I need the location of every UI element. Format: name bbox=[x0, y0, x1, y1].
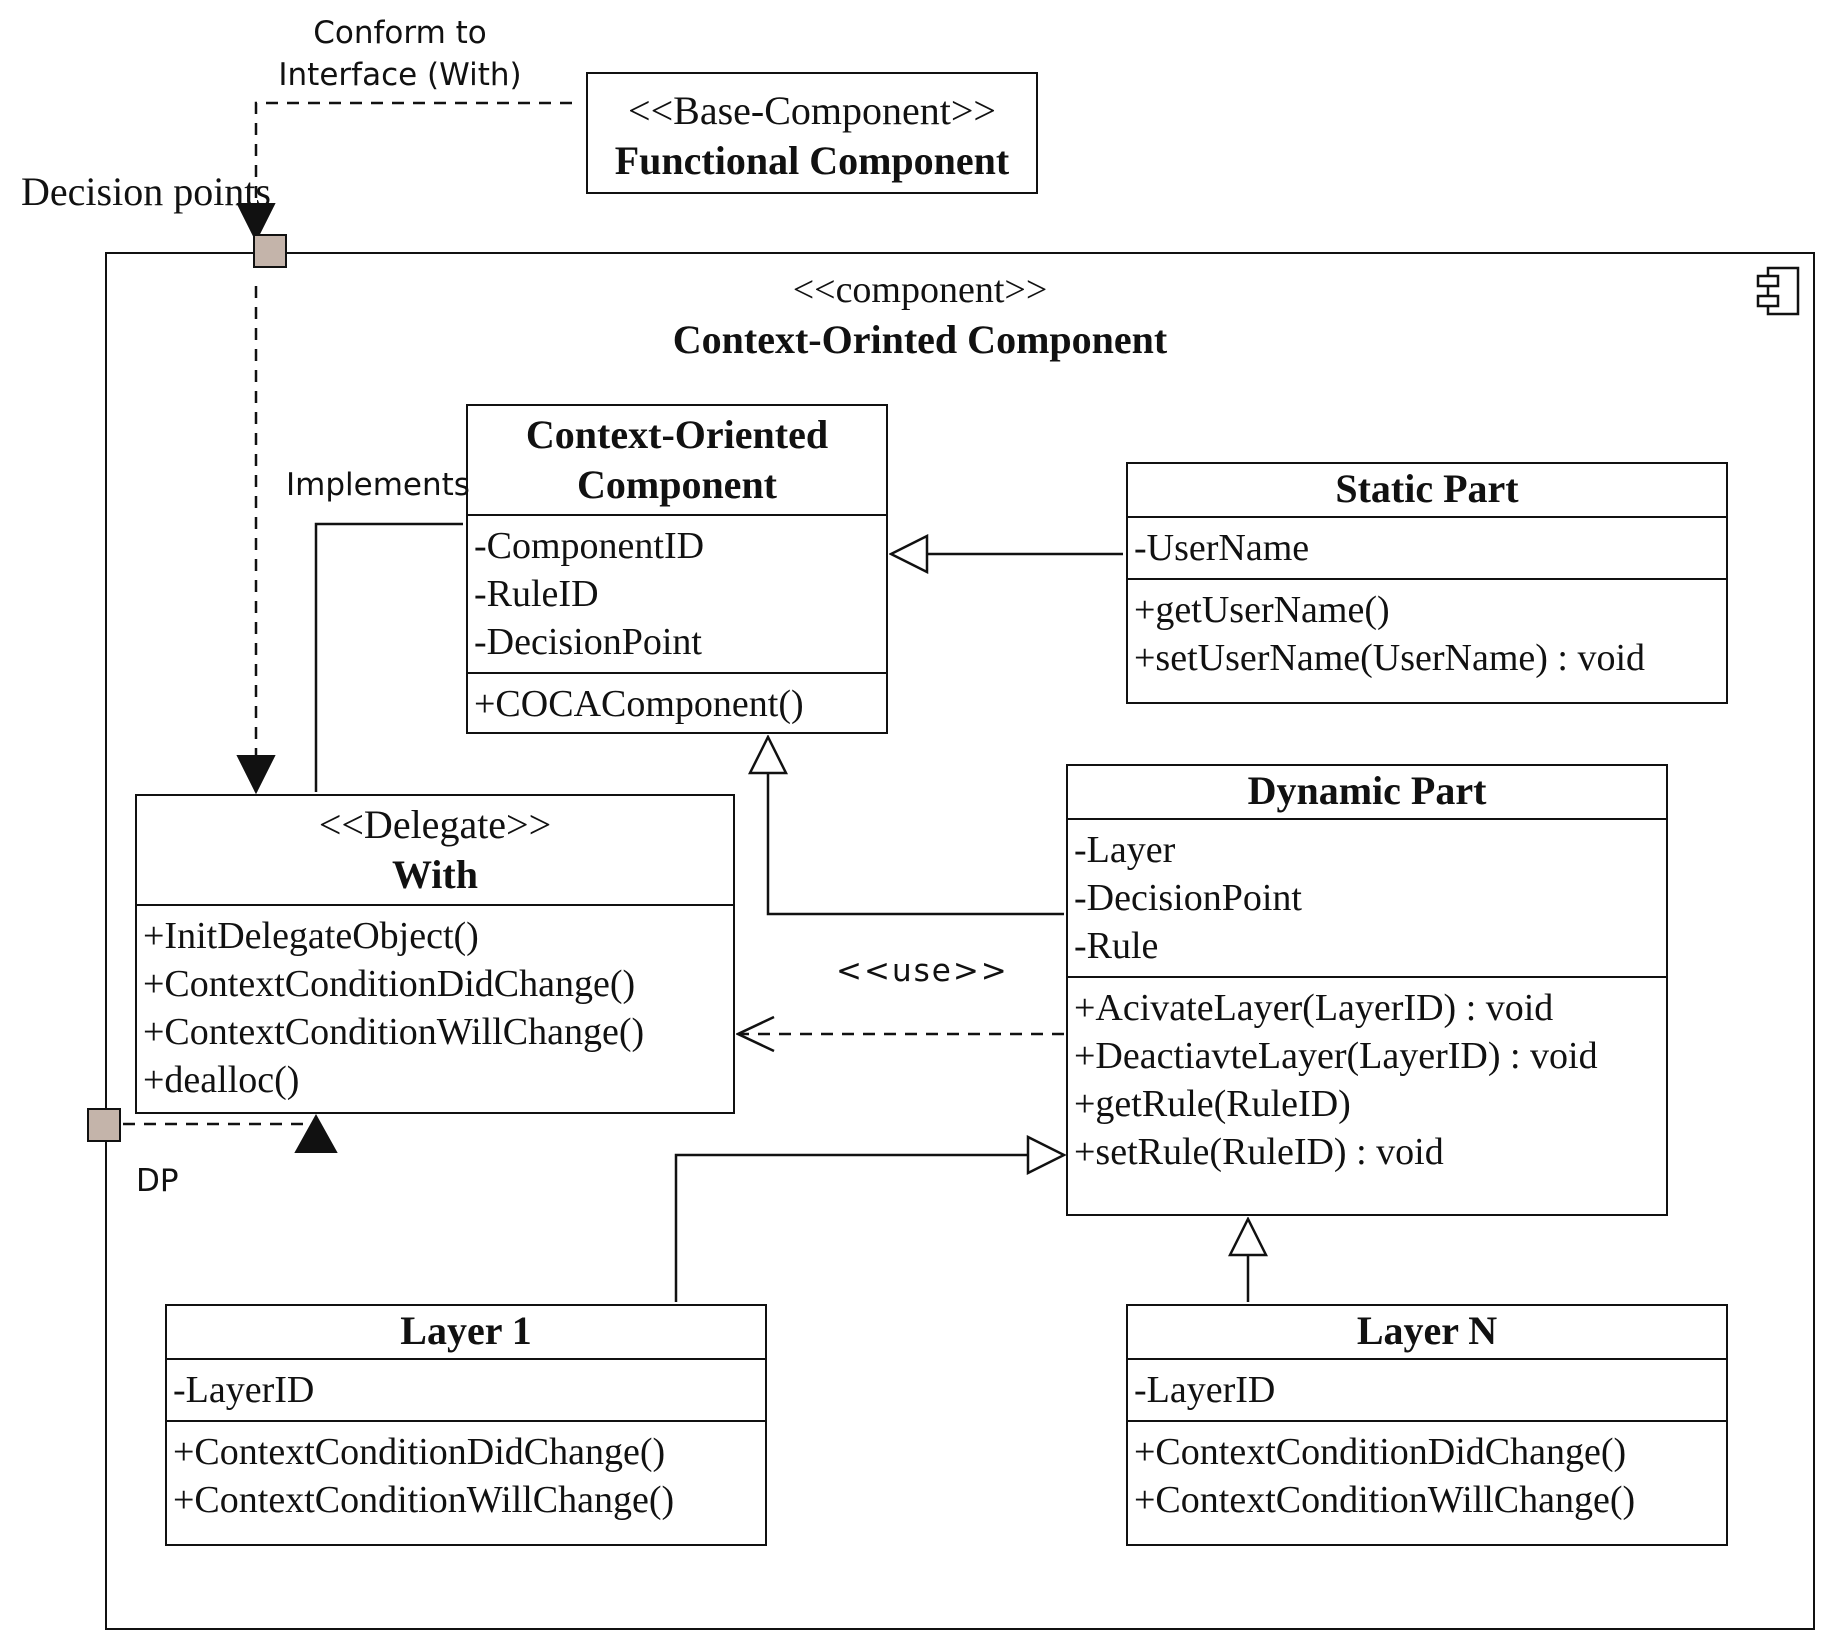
class-name: Dynamic Part bbox=[1247, 768, 1487, 813]
layer-1-generalization bbox=[674, 1155, 1064, 1302]
conform-label-line-1: Conform to bbox=[313, 15, 487, 51]
attribute: -ComponentID bbox=[474, 525, 705, 567]
operation: +ContextConditionDidChange() bbox=[173, 1431, 666, 1473]
operation-section: +ContextConditionDidChange() +ContextCon… bbox=[1128, 1420, 1726, 1530]
class-layer-n[interactable]: Layer N -LayerID +ContextConditionDidCha… bbox=[1126, 1304, 1728, 1546]
operation-section: +COCAComponent() bbox=[468, 672, 886, 734]
attribute: -Rule bbox=[1074, 925, 1159, 967]
attribute: -LayerID bbox=[173, 1369, 315, 1411]
attribute: -UserName bbox=[1134, 527, 1310, 569]
attribute-section: -Layer -DecisionPoint -Rule bbox=[1068, 818, 1666, 976]
base-component-stereotype: <<Base-Component>> bbox=[628, 88, 996, 133]
attribute: -RuleID bbox=[474, 573, 599, 615]
attribute-section: -LayerID bbox=[1128, 1358, 1726, 1420]
dynamic-part-generalization bbox=[768, 737, 1064, 916]
dp-arrowhead bbox=[294, 1113, 338, 1153]
class-static-part[interactable]: Static Part -UserName +getUserName() +se… bbox=[1126, 462, 1728, 704]
conform-label-line-2: Interface (With) bbox=[278, 57, 522, 93]
base-component-name: Functional Component bbox=[614, 138, 1010, 183]
operation: +ContextConditionWillChange() bbox=[143, 1011, 645, 1053]
class-name: With bbox=[392, 852, 478, 897]
operation: +getUserName() bbox=[1134, 589, 1390, 631]
operation: +DeactiavteLayer(LayerID) : void bbox=[1074, 1035, 1598, 1077]
attribute: -Layer bbox=[1074, 829, 1176, 871]
operation: +dealloc() bbox=[143, 1059, 300, 1101]
dp-label: DP bbox=[136, 1163, 179, 1199]
class-name: Static Part bbox=[1335, 466, 1519, 511]
frame-stereotype: <<component>> bbox=[792, 269, 1048, 311]
class-dynamic-part[interactable]: Dynamic Part -Layer -DecisionPoint -Rule… bbox=[1066, 764, 1668, 1216]
attribute-section: -ComponentID -RuleID -DecisionPoint bbox=[468, 514, 886, 672]
component-frame bbox=[105, 252, 1815, 1630]
conform-dependency-line bbox=[256, 101, 572, 240]
operation: +getRule(RuleID) bbox=[1074, 1083, 1351, 1125]
operation: +ContextConditionWillChange() bbox=[173, 1479, 675, 1521]
operation: +ContextConditionDidChange() bbox=[143, 963, 636, 1005]
use-dependency-label: <<use>> bbox=[836, 953, 1009, 989]
attribute-section: -LayerID bbox=[167, 1358, 765, 1420]
operation-section: +ContextConditionDidChange() +ContextCon… bbox=[167, 1420, 765, 1530]
operation: +AcivateLayer(LayerID) : void bbox=[1074, 987, 1554, 1029]
attribute: -LayerID bbox=[1134, 1369, 1276, 1411]
operation-section: +AcivateLayer(LayerID) : void +Deactiavt… bbox=[1068, 976, 1666, 1182]
attribute: -DecisionPoint bbox=[474, 621, 702, 663]
operation: +setRule(RuleID) : void bbox=[1074, 1131, 1444, 1173]
implements-label: Implements bbox=[286, 467, 470, 503]
attribute-section: -UserName bbox=[1128, 516, 1726, 578]
class-name-line: Component bbox=[576, 462, 778, 507]
operation-section: +InitDelegateObject() +ContextConditionD… bbox=[137, 904, 733, 1110]
frame-title: Context-Orinted Component bbox=[672, 317, 1168, 362]
class-with-delegate[interactable]: <<Delegate>> With +InitDelegateObject() … bbox=[135, 794, 735, 1114]
operation: +InitDelegateObject() bbox=[143, 915, 479, 957]
implements-line bbox=[314, 522, 463, 792]
class-layer-1[interactable]: Layer 1 -LayerID +ContextConditionDidCha… bbox=[165, 1304, 767, 1546]
class-context-oriented-component[interactable]: Context-Oriented Component -ComponentID … bbox=[466, 404, 888, 734]
operation-section: +getUserName() +setUserName(UserName) : … bbox=[1128, 578, 1726, 688]
class-stereotype: <<Delegate>> bbox=[318, 802, 552, 847]
class-name: Layer N bbox=[1356, 1308, 1498, 1353]
component-icon bbox=[1756, 266, 1800, 316]
operation: +setUserName(UserName) : void bbox=[1134, 637, 1646, 679]
decision-point-port[interactable] bbox=[253, 234, 287, 268]
dp-port[interactable] bbox=[87, 1108, 121, 1142]
class-name-line: Context-Oriented bbox=[525, 412, 829, 457]
operation: +ContextConditionDidChange() bbox=[1134, 1431, 1627, 1473]
decision-points-label: Decision points bbox=[21, 169, 271, 214]
base-component-box[interactable]: <<Base-Component>> Functional Component bbox=[586, 72, 1038, 194]
operation: +COCAComponent() bbox=[474, 683, 804, 725]
operation: +ContextConditionWillChange() bbox=[1134, 1479, 1636, 1521]
class-name: Layer 1 bbox=[400, 1308, 532, 1353]
attribute: -DecisionPoint bbox=[1074, 877, 1302, 919]
